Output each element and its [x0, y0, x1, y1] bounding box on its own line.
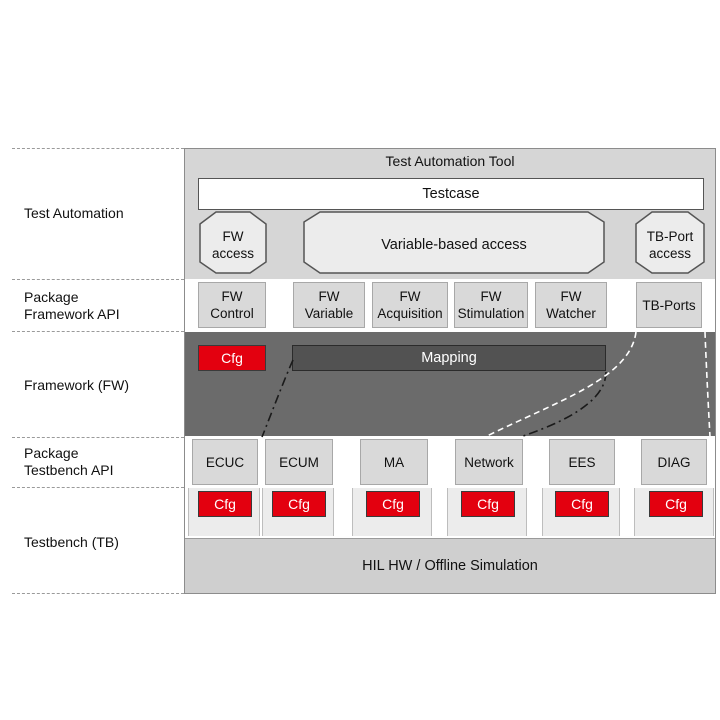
layer-label-package-tb-api-line2: Testbench API: [24, 462, 114, 478]
layer-label-package-tb-api: Package Testbench API: [24, 445, 114, 479]
tb-cfg-1: Cfg: [198, 491, 252, 517]
tb-api-network: Network: [455, 439, 523, 485]
fw-variable-line2: Variable: [304, 306, 354, 321]
layer-label-package-fw-api-line2: Framework API: [24, 306, 120, 322]
fw-access-shape: [199, 211, 267, 274]
mapping-box: Mapping: [292, 345, 606, 371]
separator-fw-api: [12, 279, 184, 280]
curve-white-right: [704, 331, 711, 438]
framework-cfg-box: Cfg: [198, 345, 266, 371]
hil-box: HIL HW / Offline Simulation: [185, 538, 715, 593]
tbport-access-line2: access: [648, 246, 692, 261]
test-automation-tool-title: Test Automation Tool: [385, 153, 515, 169]
fw-watcher-box: FW Watcher: [535, 282, 607, 328]
fw-access-line2: access: [211, 246, 255, 261]
testcase-label: Testcase: [422, 185, 480, 202]
separator-bottom: [12, 593, 184, 594]
tb-ports-label: TB-Ports: [642, 297, 696, 313]
fw-access-label: FW access: [200, 226, 266, 264]
fw-variable-box: FW Variable: [293, 282, 365, 328]
fw-acquisition-line2: Acquisition: [377, 306, 443, 321]
layer-label-package-tb-api-line1: Package: [24, 445, 79, 461]
tb-api-ecuc: ECUC: [192, 439, 258, 485]
tbport-access-label: TB-Port access: [636, 226, 704, 264]
layer-label-package-fw-api-line1: Package: [24, 289, 79, 305]
tbport-access-shape: [635, 211, 705, 274]
fw-control-line1: FW: [221, 289, 243, 304]
tbport-access-line1: TB-Port: [646, 229, 694, 244]
tb-cfg-2: Cfg: [272, 491, 326, 517]
fw-stimulation-box: FW Stimulation: [454, 282, 528, 328]
tb-cfg-4: Cfg: [461, 491, 515, 517]
curve-left-dashdot: [261, 359, 294, 438]
curve-white-dashed: [484, 331, 637, 438]
tb-api-ecum: ECUM: [265, 439, 333, 485]
tb-cfg-5: Cfg: [555, 491, 609, 517]
fw-stimulation-line1: FW: [480, 289, 502, 304]
layer-label-framework: Framework (FW): [24, 377, 129, 393]
layer-label-testbench: Testbench (TB): [24, 534, 119, 550]
fw-control-line2: Control: [210, 306, 254, 321]
fw-acquisition-line1: FW: [399, 289, 421, 304]
layer-label-test-automation: Test Automation: [24, 205, 124, 221]
tb-ports-box: TB-Ports: [636, 282, 702, 328]
tb-cfg-6: Cfg: [649, 491, 703, 517]
fw-access-line1: FW: [222, 229, 244, 244]
testcase-box: Testcase: [198, 178, 704, 210]
fw-acquisition-box: FW Acquisition: [372, 282, 448, 328]
fw-watcher-line2: Watcher: [546, 306, 596, 321]
variable-access-shape: [303, 211, 605, 274]
fw-watcher-line1: FW: [560, 289, 582, 304]
fw-stimulation-line2: Stimulation: [457, 306, 525, 321]
tb-api-ma: MA: [360, 439, 428, 485]
curve-right-dashdot: [519, 371, 607, 438]
layer-label-package-fw-api: Package Framework API: [24, 289, 120, 323]
separator-framework: [12, 331, 184, 332]
tb-api-diag: DIAG: [641, 439, 707, 485]
separator-tb-api: [12, 437, 184, 438]
fw-variable-line1: FW: [318, 289, 340, 304]
tb-cfg-3: Cfg: [366, 491, 420, 517]
fw-control-box: FW Control: [198, 282, 266, 328]
tb-api-ees: EES: [549, 439, 615, 485]
separator-testbench: [12, 487, 184, 488]
separator-top: [12, 148, 184, 149]
variable-access-label: Variable-based access: [381, 236, 527, 253]
